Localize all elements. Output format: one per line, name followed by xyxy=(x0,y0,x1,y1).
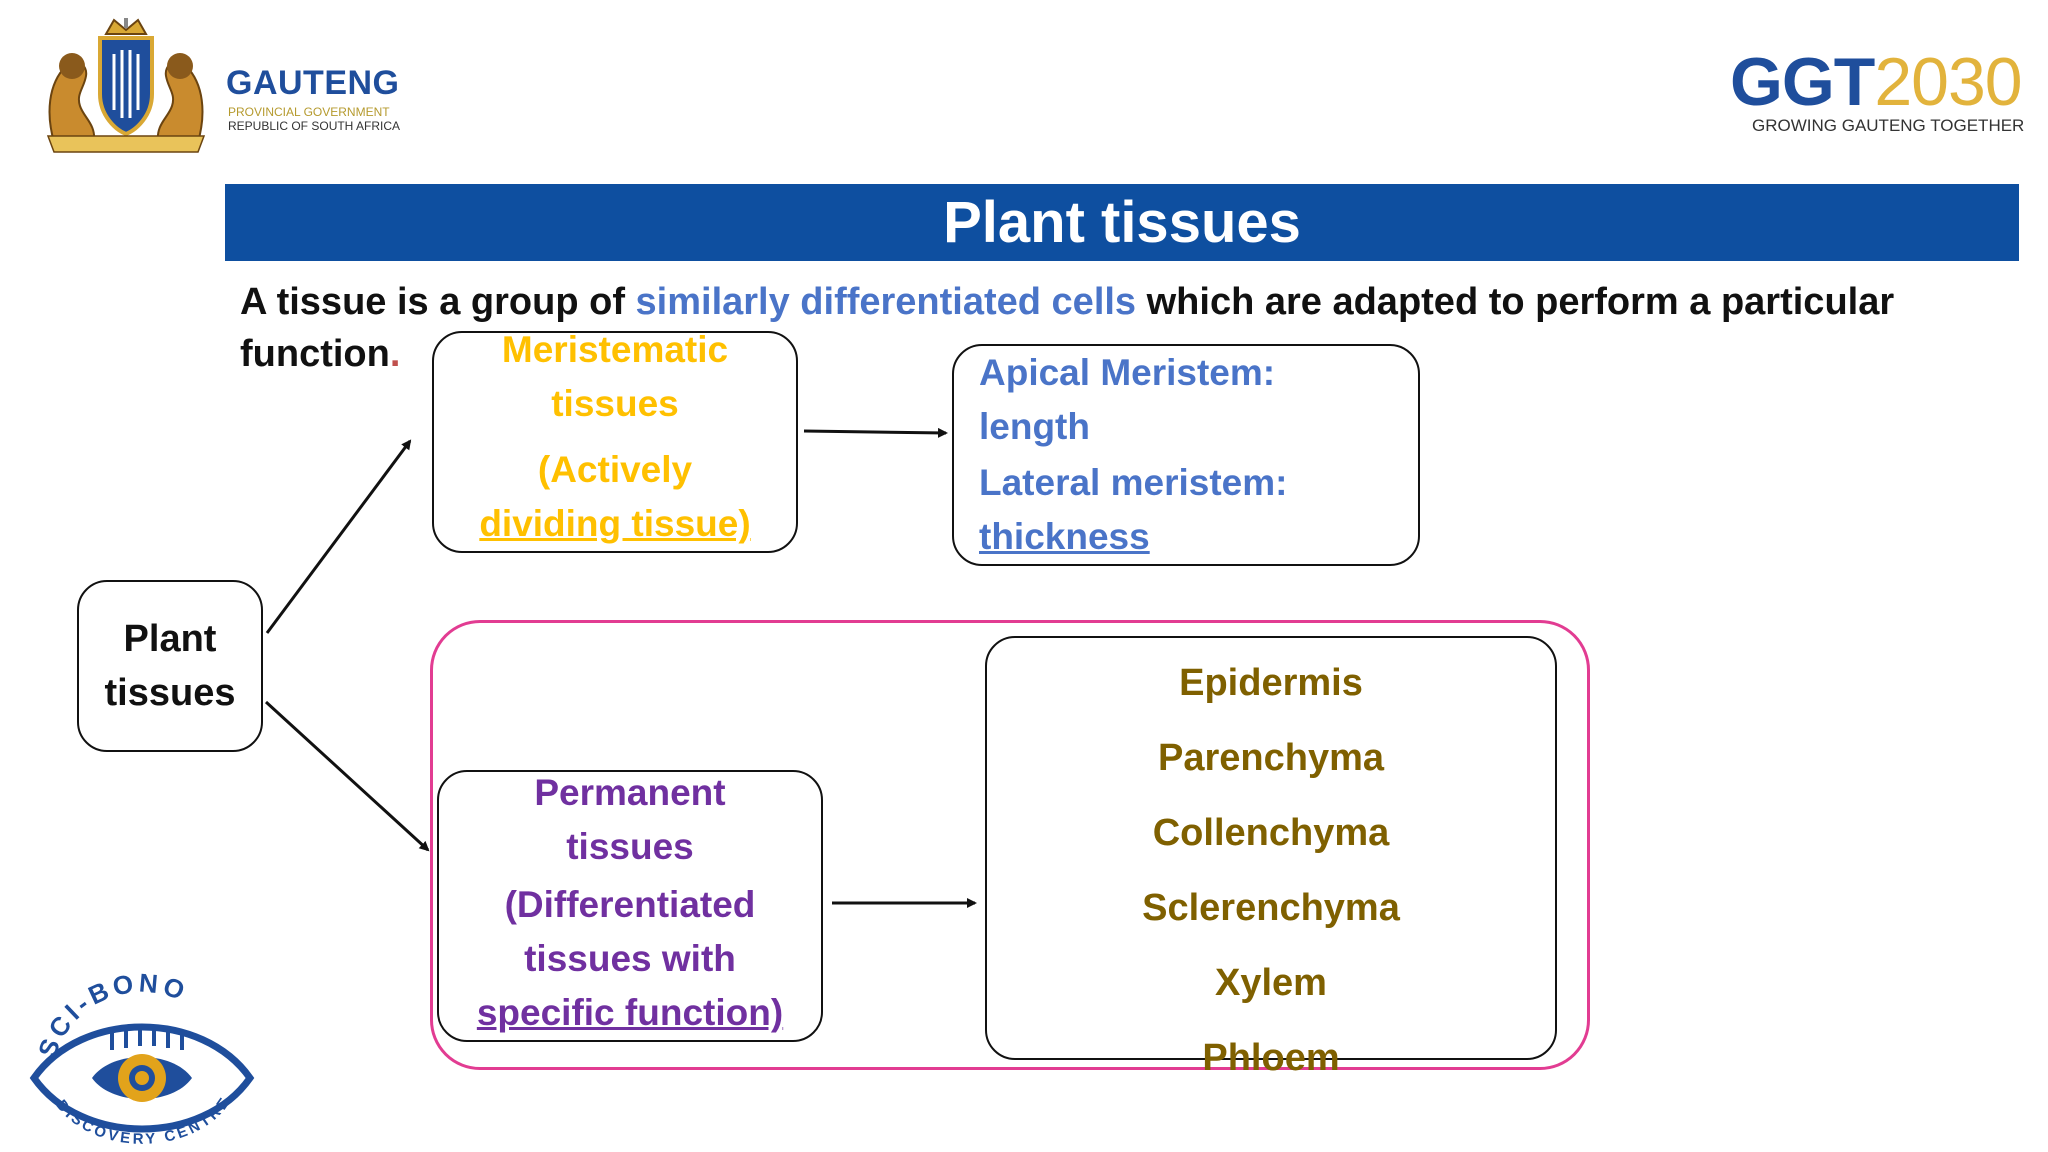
permanent-line2: tissues xyxy=(566,826,694,867)
plant-line1: Plant xyxy=(123,618,217,660)
tissue-type-item: Epidermis xyxy=(1179,662,1363,704)
meristematic-line3: (Actively xyxy=(537,449,693,490)
arrow-plant-to-meristematic xyxy=(265,439,412,634)
meristematic-tissues-box: Meristematic tissues (Actively dividing … xyxy=(432,329,798,553)
gauteng-logo: GAUTENG PROVINCIAL GOVERNMENT REPUBLIC O… xyxy=(36,14,416,154)
permanent-line3: (Differentiated xyxy=(504,884,756,925)
coat-of-arms-icon xyxy=(46,18,206,153)
permanent-group-border xyxy=(430,620,1590,1070)
gauteng-country: REPUBLIC OF SOUTH AFRICA xyxy=(228,119,401,133)
tissue-type-item: Phloem xyxy=(1202,1037,1340,1079)
ggt-wordmark: GGT2030 xyxy=(1730,48,2023,116)
gauteng-name: GAUTENG xyxy=(226,64,400,102)
definition-period: . xyxy=(389,333,401,375)
meristematic-line1: Meristematic xyxy=(501,329,729,370)
meristematic-line4: dividing tissue) xyxy=(479,503,751,544)
definition-part2: which are adapted to perform a particula… xyxy=(240,281,1895,375)
apical-line1: Apical Meristem: xyxy=(979,352,1276,393)
apical-line3: Lateral meristem: xyxy=(979,462,1288,503)
gauteng-subtitle: PROVINCIAL GOVERNMENT xyxy=(228,105,390,119)
tissue-type-item: Parenchyma xyxy=(1157,737,1384,779)
apical-line2: length xyxy=(979,406,1090,447)
permanent-line4: tissues with xyxy=(524,938,736,979)
meristem-types-box: Apical Meristem: length Lateral meristem… xyxy=(952,344,1420,566)
tissue-type-item: Xylem xyxy=(1215,962,1327,1004)
ggt-year: 2030 xyxy=(1874,44,2022,120)
plant-line2: tissues xyxy=(104,672,236,714)
page-title: Plant tissues xyxy=(943,190,1301,255)
tissue-type-item: Collenchyma xyxy=(1152,812,1390,854)
permanent-line5: specific function) xyxy=(476,992,784,1033)
permanent-line1: Permanent xyxy=(534,772,726,813)
scibono-logo: SCI-BONO DISCOVERY CENTRE xyxy=(29,970,255,1148)
ggt-tagline: GROWING GAUTENG TOGETHER xyxy=(1752,116,2025,135)
apical-line4: thickness xyxy=(979,516,1150,557)
plant-tissues-box: Plant tissues xyxy=(77,580,263,752)
tissue-type-item: Sclerenchyma xyxy=(1142,887,1400,929)
permanent-types-box: Epidermis Parenchyma Collenchyma Scleren… xyxy=(985,636,1557,1079)
ggt-prefix: GGT xyxy=(1730,44,1875,120)
meristematic-line2: tissues xyxy=(551,383,679,424)
definition-text: A tissue is a group of similarly differe… xyxy=(240,276,1940,380)
definition-part1: A tissue is a group of xyxy=(240,281,636,323)
definition-highlight: similarly differentiated cells xyxy=(635,281,1137,323)
arrow-plant-to-permanent xyxy=(264,700,430,852)
permanent-tissues-box: Permanent tissues (Differentiated tissue… xyxy=(437,770,823,1042)
ggt2030-logo: GGT2030 GROWING GAUTENG TOGETHER xyxy=(1730,48,2030,148)
arrow-meristematic-to-apical xyxy=(803,427,948,438)
title-banner: Plant tissues xyxy=(225,184,2019,261)
